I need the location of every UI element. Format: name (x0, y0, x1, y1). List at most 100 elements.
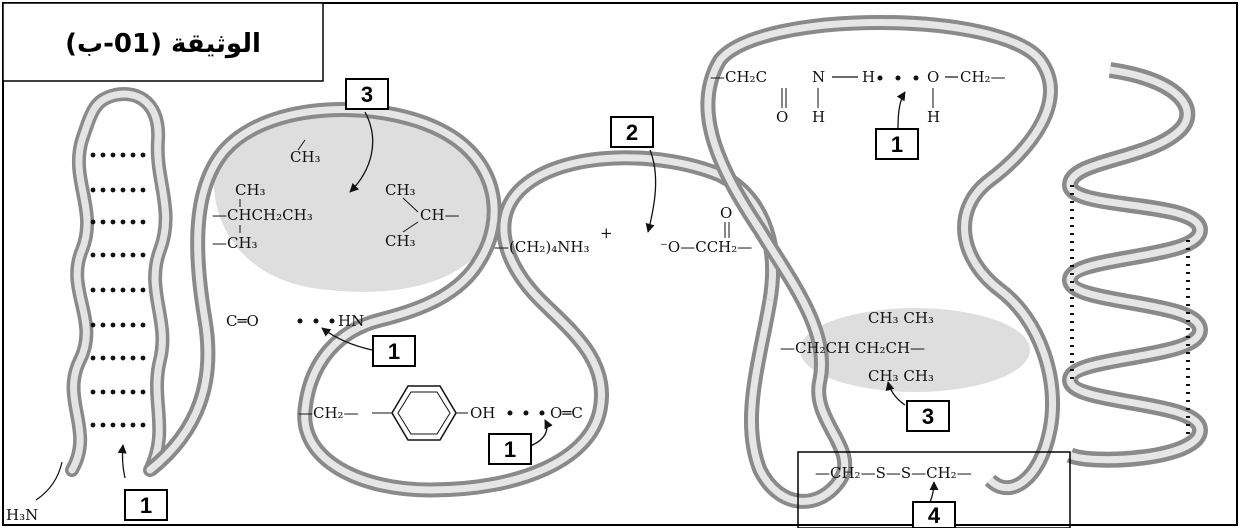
hbond-dot (100, 389, 106, 395)
disulfide-group: —CH₂—S—S—CH₂— (797, 451, 1071, 528)
hbond-dot (100, 422, 106, 428)
chem-ch3-top: CH₃ (290, 148, 321, 166)
hbond-dot (90, 389, 96, 395)
label-3-top: 3 (345, 78, 389, 110)
svg-text:3: 3 (361, 82, 373, 107)
chem-ch2ch-pair: —CH₂CH CH₂CH— (780, 339, 925, 357)
chem-o-below: O (776, 108, 788, 126)
hbond-dot (130, 219, 136, 225)
hbond-dot (130, 322, 136, 328)
hbond-mid-group: C═O HN (226, 312, 373, 351)
label-1-mid: 1 (372, 335, 416, 367)
hbond-dot (110, 252, 116, 258)
chem-disulfide: —CH₂—S—S—CH₂— (815, 464, 972, 482)
hbond-dot (140, 152, 146, 158)
chem-h-below-n: H (812, 108, 825, 126)
hbond-dot (120, 322, 126, 328)
hydrophobic-bottom-group: CH₃ CH₃ —CH₂CH CH₂CH— CH₃ CH₃ (780, 309, 934, 406)
chem-hn: HN (338, 312, 364, 330)
chem-ch3-a: CH₃ (235, 181, 266, 199)
hbond-dot (110, 322, 116, 328)
hbond-dot (130, 422, 136, 428)
hbond-dot (130, 252, 136, 258)
hbond-dot (100, 322, 106, 328)
alpha-helix (1061, 62, 1209, 468)
hbond-dot (90, 152, 96, 158)
hbond-top-group: —CH₂C N H O CH₂— O H H (710, 68, 1006, 129)
hbond-dot (140, 287, 146, 293)
hbond-dot (130, 152, 136, 158)
svg-text:1: 1 (891, 132, 903, 157)
hbond-dot (110, 152, 116, 158)
hbond-dot (90, 252, 96, 258)
hbond-dot (140, 322, 146, 328)
label-1-tyrosine: 1 (488, 433, 532, 465)
chem-lysine-chain: —(CH₂)₄NH₃ (494, 238, 590, 256)
hydrophobic-region-bottom (800, 308, 1030, 392)
hbond-dot (120, 187, 126, 193)
loop-ribbon-left (145, 102, 781, 498)
hbond-dot (110, 187, 116, 193)
hbond-dot (140, 219, 146, 225)
label-3-bottom: 3 (906, 400, 950, 432)
chem-h: H (862, 68, 875, 86)
chem-ch3-top-pair: CH₃ CH₃ (868, 309, 934, 327)
hbond-dot (120, 422, 126, 428)
chem-tyr-oh: OH (470, 404, 495, 422)
hbond-dot (120, 389, 126, 395)
hbond-dot (140, 422, 146, 428)
chem-tyr-oc: O═C (550, 404, 583, 422)
chem-n-terminus: H₃N (6, 506, 38, 524)
title-box: الوثيقة (01-ب) (2, 2, 324, 82)
hbond-dot (140, 355, 146, 361)
hbond-dot (140, 389, 146, 395)
hbond-dot (130, 389, 136, 395)
chem-ch2c: —CH₂C (710, 68, 767, 86)
label-1-beta: 1 (124, 489, 168, 521)
chem-co: C═O (226, 312, 259, 330)
hbond-dot (100, 152, 106, 158)
hbond-dot (110, 287, 116, 293)
svg-text:4: 4 (928, 503, 941, 528)
hbond-dot (100, 219, 106, 225)
chem-carboxylate: ⁻O—CCH₂— (660, 238, 752, 256)
chem-ch: CH— (420, 206, 460, 224)
chem-n: N (812, 68, 825, 86)
beta-hairpin (65, 87, 173, 477)
hbond-dot (120, 287, 126, 293)
benzene-ring (391, 385, 457, 441)
svg-text:2: 2 (626, 120, 638, 145)
hbond-dot (130, 187, 136, 193)
disulfide-box (797, 451, 1071, 528)
hbond-dot (110, 219, 116, 225)
hbond-dot (140, 252, 146, 258)
chem-plus-charge: + (600, 224, 613, 242)
document-title: الوثيقة (01-ب) (65, 29, 261, 59)
hbond-dot (100, 355, 106, 361)
hbond-dot (130, 355, 136, 361)
hbond-dot (90, 287, 96, 293)
svg-text:1: 1 (140, 493, 152, 518)
svg-text:1: 1 (504, 437, 516, 462)
chem-carbonyl-o: O (720, 204, 732, 222)
hydrophobic-top-group: CH₃ CH₃ —CHCH₂CH₃ —CH₃ CH₃ CH— CH₃ (212, 111, 460, 252)
hbond-dot (110, 389, 116, 395)
hbond-dot (90, 187, 96, 193)
hbond-dot (120, 355, 126, 361)
hbond-dot (110, 355, 116, 361)
hbond-dot (90, 422, 96, 428)
chem-ch2: CH₂— (960, 68, 1006, 86)
svg-text:1: 1 (388, 339, 400, 364)
hbond-dot (140, 187, 146, 193)
tyrosine-group: —CH₂— OH O═C (298, 385, 583, 447)
hbond-dot (120, 219, 126, 225)
hbond-dot (100, 287, 106, 293)
hbond-dot (120, 252, 126, 258)
ionic-bond-group: —(CH₂)₄NH₃ + ⁻O—CCH₂— O (494, 149, 752, 256)
chem-ch3-d: CH₃ (385, 232, 416, 250)
hbond-dot (110, 422, 116, 428)
hbond-dot (100, 252, 106, 258)
